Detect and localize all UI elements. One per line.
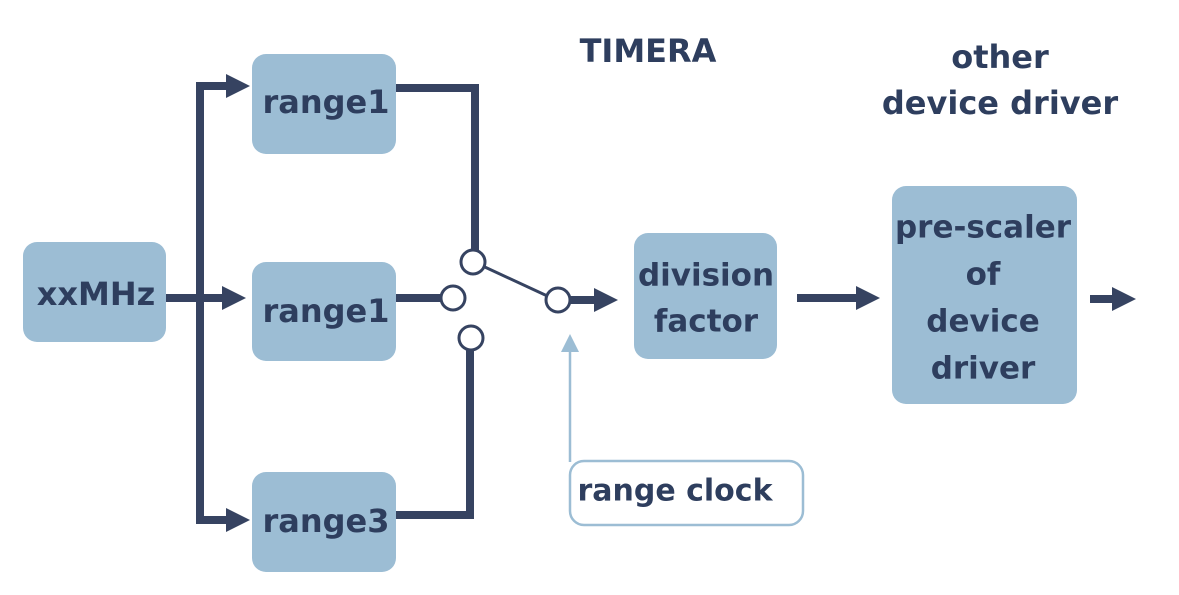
- prescaler-label-line4: driver: [931, 351, 1036, 387]
- arrow-to-prescaler: [856, 286, 880, 310]
- source-label: xxMHz: [37, 275, 156, 313]
- range-top-label: range1: [262, 83, 389, 121]
- source-block: xxMHz: [23, 242, 166, 342]
- switch-node-mid: [439, 284, 467, 312]
- switch-wiper: [473, 260, 557, 302]
- range-block-bottom: range3: [252, 472, 396, 572]
- prescaler-label-line3: device: [926, 304, 1039, 340]
- range-to-switch-wires: [396, 84, 479, 519]
- switch-node-output: [544, 286, 572, 314]
- range-clock-label: range clock: [577, 474, 773, 509]
- other-header-line1: other: [951, 38, 1049, 76]
- output-arrow: [1112, 287, 1136, 311]
- range-mid-label: range1: [262, 292, 389, 330]
- range-block-mid: range1: [252, 262, 396, 361]
- switch-node-top: [459, 248, 487, 276]
- range-clock-callout: range clock: [568, 459, 805, 527]
- division-label-line2: factor: [654, 304, 759, 340]
- arrow-to-range-top: [226, 74, 250, 98]
- prescaler-block: pre-scaler of device driver: [892, 186, 1077, 404]
- range-block-top: range1: [252, 54, 396, 154]
- timera-header: TIMERA: [580, 32, 717, 70]
- prescaler-label-line1: pre-scaler: [895, 210, 1072, 246]
- prescaler-label-line2: of: [966, 257, 1001, 293]
- range-bottom-label: range3: [262, 502, 389, 540]
- arrow-to-division: [594, 288, 618, 312]
- range-clock-arrowhead: [561, 334, 579, 352]
- source-fanout-wires: [166, 82, 228, 524]
- arrow-to-range-bottom: [226, 508, 250, 532]
- arrow-to-range-mid: [222, 286, 246, 310]
- other-header-line2: device driver: [882, 84, 1118, 122]
- division-label-line1: division: [638, 258, 774, 294]
- switch-node-bottom: [457, 324, 485, 352]
- division-factor-block: division factor: [634, 233, 777, 359]
